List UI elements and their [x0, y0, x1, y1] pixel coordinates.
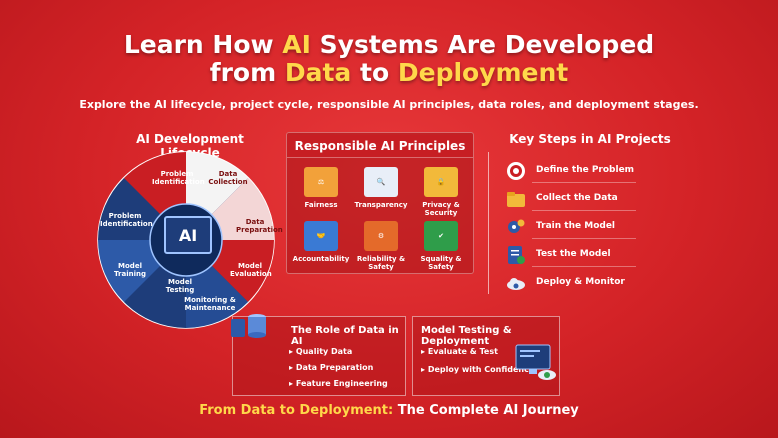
principle-label: Squality & Safety — [420, 255, 462, 271]
lifecycle-wheel: AI Problem Identification Data Collectio… — [96, 150, 283, 330]
monitor-cloud-icon — [515, 344, 556, 380]
data-role-item-2: ▸ Data Preparation — [289, 363, 374, 372]
testing-item-label: Deploy with Confidence — [427, 365, 535, 374]
principle-fairness: ⚖ Fairness — [291, 167, 351, 209]
step-deploy-monitor: Deploy & Monitor — [496, 272, 646, 296]
database-icon — [231, 314, 266, 338]
principle-accountability: 🤝 Accountability — [291, 221, 351, 263]
lock-icon: 🔒 — [424, 167, 458, 197]
step-label: Train the Model — [536, 221, 616, 231]
steps-heading: Key Steps in AI Projects — [509, 132, 671, 146]
divider — [532, 210, 636, 211]
data-role-item-label: Feature Engineering — [295, 379, 388, 388]
gears-icon — [508, 219, 525, 233]
target-icon — [507, 162, 525, 180]
data-role-item-label: Quality Data — [295, 347, 353, 356]
step-train-model: Train the Model — [496, 216, 646, 240]
magnifier-icon: 🔍 — [364, 167, 398, 197]
step-label: Deploy & Monitor — [536, 277, 625, 287]
principles-panel: Responsible AI Principles ⚖ Fairness 🔍 T… — [286, 132, 474, 274]
step-collect-data: Collect the Data — [496, 188, 646, 212]
principle-transparency: 🔍 Transparency — [351, 167, 411, 209]
principle-squality-safety: ✔ Squality & Safety — [411, 221, 471, 271]
shield-check-icon: ✔ — [424, 221, 458, 251]
step-test-model: Test the Model — [496, 244, 646, 268]
handshake-icon: 🤝 — [304, 221, 338, 251]
stage-model-testing: Model Testing — [165, 278, 195, 294]
principle-label: Transparency — [354, 201, 408, 209]
data-role-item-label: Data Preparation — [295, 363, 374, 372]
page-subtitle: Explore the AI lifecycle, project cycle,… — [79, 98, 699, 111]
principle-label: Accountability — [292, 255, 350, 263]
steps-rail — [488, 152, 489, 294]
principle-label: Reliability & Safety — [356, 255, 406, 271]
step-label: Collect the Data — [536, 193, 618, 203]
step-define-problem: Define the Problem — [496, 160, 646, 184]
stage-data-preparation: Data Preparation — [236, 218, 283, 234]
gear-icon: ⚙ — [364, 221, 398, 251]
data-role-item-1: ▸ Quality Data — [289, 347, 353, 356]
title-highlight: Data — [284, 58, 352, 87]
step-label: Define the Problem — [536, 165, 635, 175]
footer-highlight: From Data to Deployment: — [199, 403, 394, 418]
testing-item-label: Evaluate & Test — [427, 347, 498, 356]
principle-label: Privacy & Security — [422, 201, 460, 217]
principle-reliability-safety: ⚙ Reliability & Safety — [351, 221, 411, 271]
footer-text: The Complete AI Journey — [393, 403, 579, 418]
title-text: Systems Are Developed — [310, 30, 655, 59]
data-role-panel: The Role of Data in AI ▸ Quality Data ▸ … — [231, 314, 406, 396]
title-text: from — [209, 58, 285, 87]
divider — [532, 266, 636, 267]
testing-item-1: ▸ Evaluate & Test — [421, 347, 498, 356]
stage-problem-identification: Problem Identification — [152, 170, 205, 186]
page-title-line-2: from Data to Deployment — [0, 58, 778, 87]
principles-heading: Responsible AI Principles — [287, 135, 473, 158]
stage-monitoring-maintenance: Monitoring & Maintenance — [184, 296, 236, 312]
footer-tagline: From Data to Deployment: The Complete AI… — [0, 403, 778, 418]
step-label: Test the Model — [536, 249, 611, 259]
cloud-icon — [507, 278, 525, 290]
testing-heading: Model Testing & Deployment — [421, 325, 512, 347]
title-highlight: Deployment — [397, 58, 569, 87]
page-title-line-1: Learn How AI Systems Are Developed — [0, 30, 778, 59]
principle-label: Fairness — [304, 201, 338, 209]
testing-panel: Model Testing & Deployment ▸ Evaluate & … — [412, 316, 560, 396]
folder-icon — [507, 192, 525, 207]
stage-model-evaluation: Model Evaluation — [230, 262, 272, 278]
stage-model-training: Model Training — [114, 262, 146, 278]
data-role-heading: The Role of Data in AI — [291, 325, 399, 347]
scales-icon: ⚖ — [304, 167, 338, 197]
divider — [532, 238, 636, 239]
data-role-item-3: ▸ Feature Engineering — [289, 379, 388, 388]
principle-privacy-security: 🔒 Privacy & Security — [411, 167, 471, 217]
steps-list: Define the Problem Collect the Data Trai… — [496, 150, 646, 300]
checklist-icon — [508, 246, 525, 264]
title-text: to — [351, 58, 398, 87]
title-text: Learn How — [123, 30, 283, 59]
testing-item-2: ▸ Deploy with Confidence — [421, 365, 535, 374]
stage-data-collection: Data Collection — [208, 170, 248, 186]
divider — [532, 182, 636, 183]
stage-problem-identification-2: Problem Identification — [100, 212, 153, 228]
title-highlight: AI — [282, 30, 311, 59]
ai-center-badge: AI — [164, 216, 212, 254]
